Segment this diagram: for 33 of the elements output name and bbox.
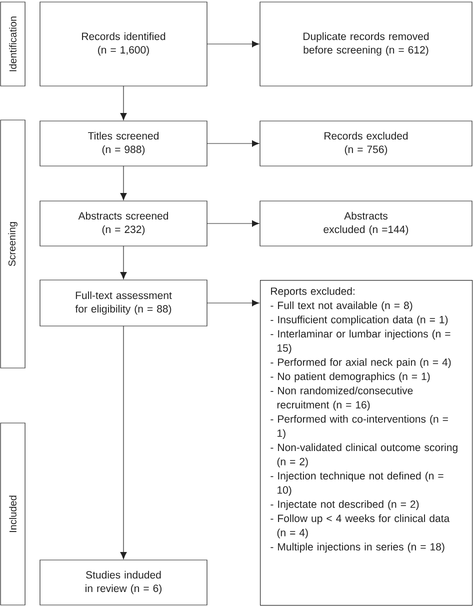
arrow — [206, 140, 260, 147]
process-box: Abstracts screened (n = 232) — [40, 200, 208, 246]
exclusion-list-box — [260, 280, 473, 606]
process-box: Records identified (n = 1,600) — [40, 2, 208, 86]
node-label: - Performed with co-interventions (n = 1) — [270, 415, 448, 439]
node-label: - No patient demographics (n = 1) — [270, 372, 430, 382]
process-box: Records excluded (n = 756) — [260, 120, 472, 166]
node-label: - Performed for axial neck pain (n = 4) — [270, 358, 451, 368]
phase-band: Identification — [0, 2, 26, 86]
phase-band: Screening — [0, 120, 26, 368]
arrow — [120, 86, 127, 120]
node-label: - Non randomized/consecutive recruitment (n = 16) — [270, 386, 413, 411]
arrow — [120, 326, 127, 560]
arrow — [206, 220, 260, 227]
arrow — [120, 166, 127, 200]
process-box: Abstracts excluded (n =144) — [260, 200, 472, 246]
arrow — [206, 40, 260, 48]
process-box: Studies induded in review (n = 6) — [40, 560, 208, 606]
process-box: Duplicate records removed before screening (n = 612) — [260, 2, 472, 86]
node-label: - Full text not available (n = 8) — [270, 301, 412, 312]
node-label: Reports excluded: — [271, 287, 354, 297]
arrow — [120, 246, 127, 280]
node-label: - Interlaminar or lumbar injections (n = 15) — [270, 330, 450, 354]
node-label: - Injection technique not defined (n = 10) — [270, 472, 444, 496]
node-label: - Injectate not described (n = 2) — [270, 500, 419, 510]
node-label: - Non-validated clinical outcome scoring (n = 2) — [270, 443, 458, 468]
phase-band: Included — [0, 422, 26, 606]
node-label: - Insufficient complication data (n = 1) — [270, 316, 448, 326]
process-box: Full-text assessment for eligibility (n = 88) — [40, 280, 208, 326]
node-label: - Follow up < 4 weeks for clinical data (n = 4) — [270, 514, 450, 538]
process-box: Titles screened (n = 988) — [40, 120, 208, 166]
node-label: - Multiple injections in series (n = 18) — [270, 542, 444, 553]
arrow — [206, 300, 260, 306]
